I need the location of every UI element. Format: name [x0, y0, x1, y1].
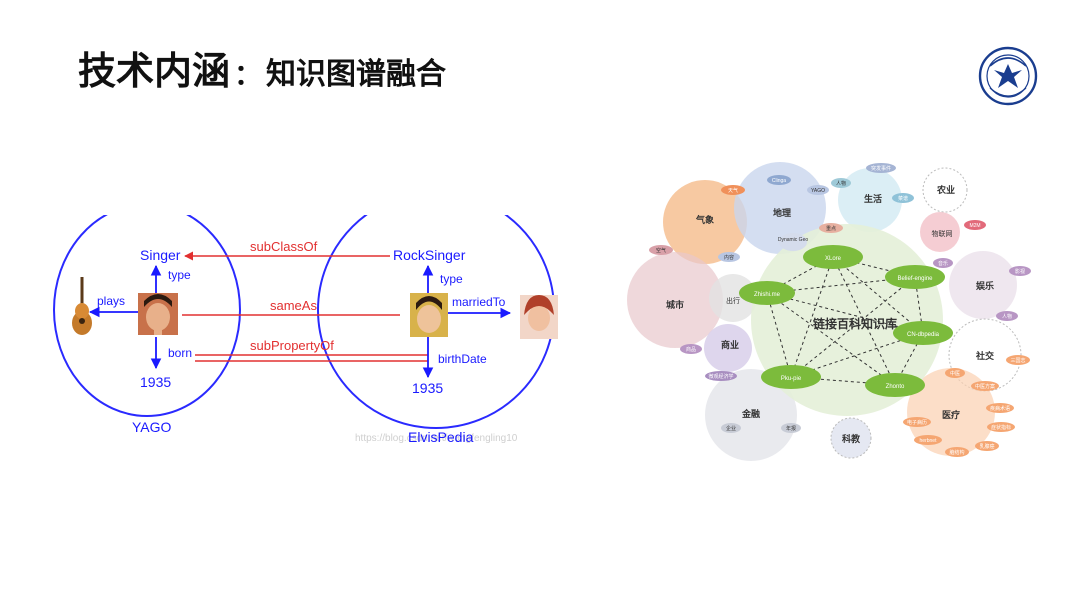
- geography-bubble: [734, 162, 826, 254]
- agri-bubble: [922, 167, 968, 213]
- watermark: https://blog.csdn.net/wangfengling10: [355, 433, 518, 444]
- hub-zhonto-label: Zhonto: [886, 384, 905, 390]
- small-nodes: 天气 Clinga YAGO 人物 突发事件 菜谱 重点 Dynamic Geo…: [649, 163, 1031, 457]
- hub-pkupie: [761, 365, 821, 389]
- yago-circle: [53, 215, 241, 417]
- elvis-portrait-left: [138, 293, 178, 335]
- elvispedia-label: ElvisPedia: [408, 429, 474, 445]
- life-bubble: [838, 168, 902, 232]
- cat-weather: 气象: [695, 214, 714, 225]
- svg-text:人物: 人物: [1002, 313, 1012, 320]
- svg-text:Dynamic Geo: Dynamic Geo: [778, 237, 809, 243]
- svg-text:中医: 中医: [950, 370, 960, 377]
- svg-text:影视: 影视: [1015, 268, 1025, 275]
- subclassof-label: subClassOf: [250, 239, 318, 254]
- hub-belief: [885, 265, 945, 289]
- hub-zhishi: [739, 281, 795, 305]
- title-sub: 知识图谱融合: [266, 57, 447, 92]
- cat-finance: 金融: [741, 408, 760, 419]
- cat-social: 社交: [975, 350, 994, 361]
- svg-text:乳腺癌: 乳腺癌: [979, 443, 994, 450]
- svg-text:重点: 重点: [826, 225, 836, 232]
- svg-text:空气: 空气: [656, 247, 666, 254]
- cat-life: 生活: [864, 193, 882, 204]
- hub-cndbpedia-label: CN-dbpedia: [907, 332, 940, 338]
- plays-label: plays: [97, 294, 125, 308]
- yago-label: YAGO: [132, 419, 172, 435]
- knowledge-base-cloud-diagram: XLore Belief-engine Zhishi.me CN-dbpedia…: [627, 162, 1031, 461]
- spouse-portrait: [520, 295, 558, 339]
- cat-medical: 医疗: [942, 409, 960, 420]
- birthdate-label: birthDate: [438, 352, 487, 366]
- center-label: 链接百科知识库: [813, 316, 897, 331]
- scitech-bubble: [830, 417, 872, 459]
- city-bubble: [627, 252, 723, 348]
- svg-text:年报: 年报: [786, 425, 796, 432]
- svg-text:音乐: 音乐: [938, 260, 948, 267]
- finance-bubble: [705, 369, 797, 461]
- svg-text:企业: 企业: [726, 425, 736, 432]
- cat-ent: 娱乐: [976, 280, 994, 291]
- title-colon: ：: [234, 58, 263, 91]
- svg-text:herbnet: herbnet: [920, 438, 938, 444]
- svg-text:Clinga: Clinga: [772, 178, 786, 184]
- svg-text:商品: 商品: [686, 346, 696, 353]
- slide-title: 技术内涵 ： 知识图谱融合: [78, 40, 446, 100]
- guitar-icon: [72, 277, 92, 335]
- marriedto-label: marriedTo: [452, 295, 506, 309]
- year-node-left: 1935: [140, 374, 171, 390]
- hub-zhishi-label: Zhishi.me: [754, 292, 781, 298]
- born-label: born: [168, 346, 192, 360]
- type-label-right: type: [440, 272, 463, 286]
- hub-cndbpedia: [893, 321, 953, 345]
- cat-agri: 农业: [936, 184, 955, 195]
- medical-bubble: [907, 368, 995, 456]
- svg-text:菜谱: 菜谱: [898, 195, 908, 202]
- hub-xlore-label: XLore: [825, 256, 842, 262]
- svg-text:中医方案: 中医方案: [975, 383, 995, 390]
- biz-bubble: [704, 324, 752, 372]
- cat-geography: 地理: [773, 207, 791, 218]
- subpropertyof-label: subPropertyOf: [250, 338, 334, 353]
- svg-text:天气: 天气: [728, 187, 738, 194]
- svg-text:三国志: 三国志: [1010, 357, 1025, 364]
- hub-belief-label: Belief-engine: [897, 276, 933, 282]
- svg-text:突发事件: 突发事件: [871, 165, 891, 172]
- university-logo: [978, 46, 1038, 106]
- cat-travel: 出行: [726, 296, 740, 305]
- ent-bubble: [949, 251, 1017, 319]
- elvis-portrait-right: [410, 293, 448, 337]
- yago-elvispedia-diagram: subClassOf sameAs subPropertyOf Singer t…: [53, 215, 558, 445]
- svg-text:症状指标: 症状指标: [991, 424, 1011, 431]
- svg-text:人物: 人物: [836, 180, 846, 187]
- cat-scitech: 科教: [842, 433, 861, 444]
- svg-text:疾病术语: 疾病术语: [990, 405, 1010, 412]
- rocksinger-node: RockSinger: [393, 247, 466, 263]
- hub-pkupie-label: Pku-pie: [781, 376, 802, 382]
- hub-zhonto: [865, 373, 925, 397]
- cat-city: 城市: [666, 299, 684, 310]
- cat-biz: 商业: [721, 339, 739, 350]
- year-node-right: 1935: [412, 380, 443, 396]
- svg-text:YAGO: YAGO: [811, 188, 825, 194]
- svg-text:M2M: M2M: [969, 223, 980, 229]
- weather-bubble: [663, 180, 747, 264]
- svg-text:微观经济学: 微观经济学: [708, 373, 733, 380]
- svg-text:电子病历: 电子病历: [907, 419, 927, 426]
- type-label-left: type: [168, 268, 191, 282]
- cat-iot: 物联网: [932, 229, 953, 238]
- hub-xlore: [803, 245, 863, 269]
- iot-bubble: [920, 212, 960, 252]
- sameas-label: sameAs: [270, 298, 317, 313]
- singer-node: Singer: [140, 247, 181, 263]
- title-main: 技术内涵: [78, 49, 231, 93]
- svg-text:内容: 内容: [724, 254, 734, 261]
- svg-text:脑结构: 脑结构: [949, 449, 964, 456]
